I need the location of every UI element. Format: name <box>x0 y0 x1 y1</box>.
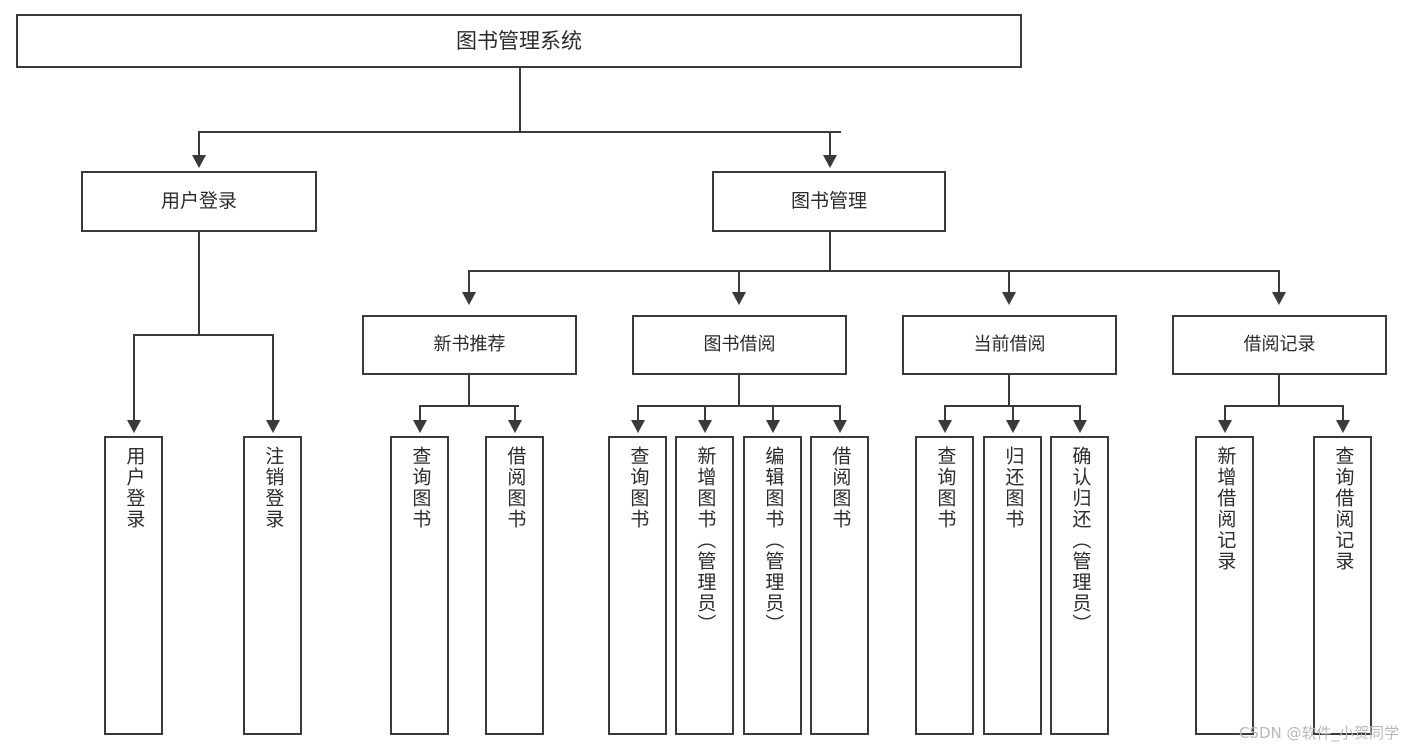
arrow-record-leaf1 <box>1218 420 1232 433</box>
node-user-login-label: 用户登录 <box>160 189 237 212</box>
arrow-books-to-new <box>462 292 476 305</box>
leaf-user-login[interactable]: 用户登录 <box>104 436 163 735</box>
node-user-login[interactable]: 用户登录 <box>81 171 317 232</box>
connector-user-leaf1 <box>133 334 135 422</box>
connector-user-leaf2 <box>272 334 274 422</box>
node-book-borrow-label: 图书借阅 <box>703 333 776 355</box>
node-borrow-record-label: 借阅记录 <box>1243 333 1316 355</box>
connector-current-bus <box>944 405 1079 407</box>
leaf-user-logout-label: 注销登录 <box>262 446 285 530</box>
node-borrow-record[interactable]: 借阅记录 <box>1172 315 1387 375</box>
arrow-borrow-leaf3 <box>766 420 780 433</box>
leaf-current-search-book-label: 查询图书 <box>934 446 957 530</box>
arrow-books-to-borrow <box>732 292 746 305</box>
leaf-borrow-edit-book-label: 编辑图书（管理员） <box>762 446 785 635</box>
arrow-borrow-leaf2 <box>698 420 712 433</box>
leaf-borrow-borrow-book[interactable]: 借阅图书 <box>810 436 869 735</box>
arrow-new-leaf2 <box>508 420 522 433</box>
connector-root-stem <box>519 68 521 132</box>
connector-record-stem <box>1278 375 1280 406</box>
leaf-borrow-edit-book[interactable]: 编辑图书（管理员） <box>743 436 802 735</box>
arrow-current-leaf2 <box>1006 420 1020 433</box>
connector-books-stem <box>829 232 831 272</box>
connector-root-to-user <box>198 131 200 157</box>
arrow-record-leaf2 <box>1336 420 1350 433</box>
connector-books-to-current <box>1008 270 1010 294</box>
leaf-new-search-book[interactable]: 查询图书 <box>390 436 449 735</box>
connector-books-to-borrow <box>738 270 740 294</box>
node-book-management[interactable]: 图书管理 <box>712 171 946 232</box>
node-new-book-recommend[interactable]: 新书推荐 <box>362 315 577 375</box>
leaf-borrow-search-book-label: 查询图书 <box>627 446 650 530</box>
arrow-borrow-leaf1 <box>631 420 645 433</box>
connector-borrow-leaf1 <box>637 405 639 422</box>
connector-current-leaf3 <box>1079 405 1081 422</box>
connector-borrow-leaf4 <box>839 405 841 422</box>
connector-borrow-leaf2 <box>704 405 706 422</box>
connector-books-to-new <box>468 270 470 294</box>
connector-new-bus <box>419 405 519 407</box>
connector-record-leaf1 <box>1224 405 1226 422</box>
watermark: CSDN @软件_小贺同学 <box>1238 724 1399 742</box>
connector-record-leaf2 <box>1342 405 1344 422</box>
connector-user-bus <box>133 334 273 336</box>
arrow-new-leaf1 <box>413 420 427 433</box>
connector-borrow-bus <box>637 405 840 407</box>
leaf-new-search-book-label: 查询图书 <box>409 446 432 530</box>
leaf-current-confirm-return[interactable]: 确认归还（管理员） <box>1050 436 1109 735</box>
connector-new-stem <box>468 375 470 406</box>
arrow-root-to-books <box>823 155 837 168</box>
connector-books-to-record <box>1278 270 1280 294</box>
connector-root-to-books <box>829 131 831 157</box>
arrow-root-to-user <box>192 155 206 168</box>
node-book-management-label: 图书管理 <box>790 189 867 212</box>
leaf-current-confirm-return-label: 确认归还（管理员） <box>1069 446 1092 635</box>
leaf-record-add[interactable]: 新增借阅记录 <box>1195 436 1254 735</box>
leaf-current-return-book-label: 归还图书 <box>1002 446 1025 530</box>
leaf-current-return-book[interactable]: 归还图书 <box>983 436 1042 735</box>
leaf-borrow-add-book[interactable]: 新增图书（管理员） <box>675 436 734 735</box>
leaf-current-search-book[interactable]: 查询图书 <box>915 436 974 735</box>
arrow-books-to-current <box>1002 292 1016 305</box>
connector-borrow-stem <box>738 375 740 406</box>
connector-user-stem <box>198 232 200 335</box>
connector-current-stem <box>1008 375 1010 406</box>
leaf-new-borrow-book-label: 借阅图书 <box>504 446 527 530</box>
arrow-books-to-record <box>1272 292 1286 305</box>
leaf-user-login-label: 用户登录 <box>123 446 146 530</box>
connector-current-leaf2 <box>1012 405 1014 422</box>
leaf-new-borrow-book[interactable]: 借阅图书 <box>485 436 544 735</box>
node-root-label: 图书管理系统 <box>456 28 582 53</box>
arrow-user-leaf2 <box>266 420 280 433</box>
connector-new-leaf1 <box>419 405 421 422</box>
leaf-record-search[interactable]: 查询借阅记录 <box>1313 436 1372 735</box>
arrow-borrow-leaf4 <box>833 420 847 433</box>
connector-books-bus <box>468 270 1280 272</box>
node-new-book-recommend-label: 新书推荐 <box>433 333 506 355</box>
arrow-current-leaf1 <box>938 420 952 433</box>
connector-record-bus <box>1224 405 1343 407</box>
connector-root-bus <box>198 131 841 133</box>
leaf-record-add-label: 新增借阅记录 <box>1214 446 1237 572</box>
leaf-borrow-add-book-label: 新增图书（管理员） <box>694 446 717 635</box>
node-book-borrow[interactable]: 图书借阅 <box>632 315 847 375</box>
connector-new-leaf2 <box>514 405 516 422</box>
leaf-user-logout[interactable]: 注销登录 <box>243 436 302 735</box>
leaf-borrow-borrow-book-label: 借阅图书 <box>829 446 852 530</box>
leaf-record-search-label: 查询借阅记录 <box>1332 446 1355 572</box>
arrow-user-leaf1 <box>127 420 141 433</box>
connector-current-leaf1 <box>944 405 946 422</box>
leaf-borrow-search-book[interactable]: 查询图书 <box>608 436 667 735</box>
node-root[interactable]: 图书管理系统 <box>16 14 1022 68</box>
node-current-borrow-label: 当前借阅 <box>973 333 1046 355</box>
node-current-borrow[interactable]: 当前借阅 <box>902 315 1117 375</box>
arrow-current-leaf3 <box>1073 420 1087 433</box>
connector-borrow-leaf3 <box>772 405 774 422</box>
